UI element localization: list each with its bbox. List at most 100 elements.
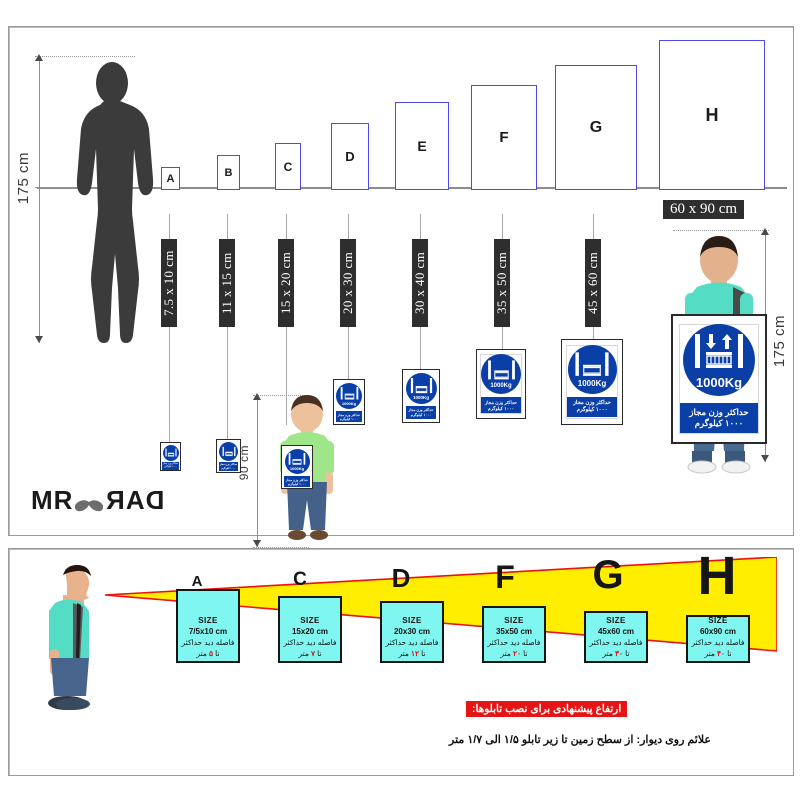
distance-number: ۵ — [209, 649, 214, 658]
size-box-H[interactable]: H — [659, 40, 765, 190]
safety-sign-C[interactable]: 1000Kg حداکثر وزن مجاز ۱۰۰۰ کیلوگرم — [281, 445, 313, 489]
leader-line-E2 — [420, 327, 421, 369]
info-distance-label: فاصله دید حداکثر — [283, 638, 337, 647]
sign-weight-text: 1000Kg — [289, 466, 305, 471]
size-tag-A: 7.5 x 10 cm — [161, 239, 177, 327]
adult-height-label: 175 cm — [15, 152, 32, 205]
size-tag-C: 15 x 20 cm — [278, 239, 294, 327]
unit-prefix: تا — [727, 649, 732, 658]
sign-caption-line1: حداکثر وزن مجاز — [484, 399, 518, 405]
sign-caption-line2: ۱۰۰۰ کیلوگرم — [164, 466, 177, 468]
leader-line-D2 — [348, 327, 349, 379]
brand-logo-pre: MR — [31, 485, 74, 515]
unit-prefix: تا — [523, 649, 528, 658]
child-dimension-line — [257, 395, 258, 547]
unit-suffix: متر — [196, 649, 207, 658]
adult-dimension-line — [39, 56, 40, 343]
distance-number: ۱۲ — [410, 649, 420, 658]
sign-caption-line1: حداکثر وزن مجاز — [408, 408, 434, 413]
safety-sign-F[interactable]: 1000Kg حداکثر وزن مجاز ۱۰۰۰ کیلوگرم — [476, 349, 526, 419]
sign-caption-band: حداکثر وزن مجاز ۱۰۰۰ کیلوگرم — [480, 397, 522, 414]
child-dim-dotted-top — [253, 395, 309, 396]
unit-suffix: متر — [500, 649, 511, 658]
sign-caption-line1: حداکثر وزن مجاز — [219, 463, 238, 467]
leader-line-C2 — [286, 327, 287, 425]
press-machine-icon — [222, 446, 235, 456]
size-box-letter: A — [166, 172, 175, 185]
sign-caption-line1: حداکثر وزن مجاز — [337, 412, 361, 417]
viewer-man-photo — [48, 565, 91, 710]
size-tag-E: 30 x 40 cm — [412, 239, 428, 327]
size-box-letter: G — [589, 118, 603, 136]
size-box-letter: D — [345, 149, 355, 164]
safety-sign-B[interactable]: حداکثر وزن مجاز ۱۰۰۰ کیلوگرم — [216, 439, 241, 473]
leader-line-F — [502, 214, 503, 239]
sign-caption-band: حداکثر وزن مجاز ۱۰۰۰ کیلوگرم — [336, 411, 362, 422]
info-distance-label: فاصله دید حداکثر — [691, 638, 745, 647]
info-distance-label: فاصله دید حداکثر — [487, 638, 541, 647]
sign-caption-band: حداکثر وزن مجاز ۱۰۰۰ کیلوگرم — [566, 397, 618, 417]
info-size-word: SIZE — [504, 616, 524, 625]
sign-weight-text: 1000Kg — [341, 401, 357, 406]
sign-caption-band: حداکثر وزن مجاز ۱۰۰۰ کیلوگرم — [405, 406, 437, 419]
info-box-D[interactable]: SIZE 20x30 cm فاصله دید حداکثر تا ۱۲ متر — [380, 601, 444, 663]
sign-caption-line1: حداکثر وزن مجاز — [285, 477, 309, 482]
cone-letter-G: G — [592, 553, 624, 597]
top-panel: 175 cm A B C D E F G H — [8, 26, 794, 548]
child-arrow-top-icon — [253, 393, 261, 400]
sign-caption-line2: ۱۰۰۰ کیلوگرم — [487, 405, 515, 411]
info-box-G[interactable]: SIZE 45x60 cm فاصله دید حداکثر تا ۳۰ متر — [584, 611, 648, 663]
info-box-F[interactable]: SIZE 35x50 cm فاصله دید حداکثر تا ۲۰ متر — [482, 606, 546, 663]
mustache-icon — [75, 500, 104, 512]
sign-caption-line1: حداکثر وزن مجاز — [689, 407, 749, 418]
size-box-B[interactable]: B — [217, 155, 240, 190]
press-machine-icon — [288, 452, 306, 465]
safety-sign-D[interactable]: 1000Kg حداکثر وزن مجاز ۱۰۰۰ کیلوگرم — [333, 379, 365, 425]
info-box-A[interactable]: SIZE 7/5x10 cm فاصله دید حداکثر تا ۵ متر — [176, 589, 240, 663]
safety-sign-H[interactable]: 1000Kg حداکثر وزن مجاز ۱۰۰۰ کیلوگرم — [671, 314, 767, 444]
size-tag-D: 20 x 30 cm — [340, 239, 356, 327]
leader-line-F2 — [502, 327, 503, 349]
leader-line-C — [286, 214, 287, 239]
dim-arrow-right-top-icon — [761, 228, 769, 235]
adult-right-height-label: 175 cm — [771, 315, 788, 368]
size-box-D[interactable]: D — [331, 123, 369, 190]
size-box-A[interactable]: A — [161, 167, 180, 190]
sign-caption-line1: حداکثر وزن مجاز — [162, 463, 179, 466]
sign-pictogram-disc: 1000Kg — [567, 345, 617, 394]
install-height-note: علائم روی دیوار: از سطح زمین تا زیر تابل… — [449, 734, 711, 746]
leader-line-D — [348, 214, 349, 239]
safety-sign-G[interactable]: 1000Kg حداکثر وزن مجاز ۱۰۰۰ کیلوگرم — [561, 339, 623, 425]
sign-caption-line2: ۱۰۰۰ کیلوگرم — [576, 407, 608, 413]
info-dimensions: 7/5x10 cm — [188, 627, 228, 636]
info-size-word: SIZE — [198, 616, 218, 625]
size-box-F[interactable]: F — [471, 85, 537, 190]
info-distance-label: فاصله دید حداکثر — [385, 638, 439, 647]
cone-letter-C: C — [293, 569, 307, 590]
safety-sign-E[interactable]: 1000Kg حداکثر وزن مجاز ۱۰۰۰ کیلوگرم — [402, 369, 440, 423]
info-distance-value: تا ۱۲ متر — [398, 649, 425, 658]
size-box-letter: E — [417, 138, 427, 154]
press-machine-icon — [410, 377, 432, 393]
distance-number: ۴۰ — [716, 649, 726, 658]
unit-suffix: متر — [602, 649, 613, 658]
size-box-letter: B — [224, 166, 233, 179]
sign-caption-line2: ۱۰۰۰ کیلوگرم — [221, 466, 236, 470]
sign-caption-band: حداکثر وزن مجاز ۱۰۰۰ کیلوگرم — [679, 403, 759, 433]
size-box-E[interactable]: E — [395, 102, 449, 190]
sign-weight-text: 1000Kg — [412, 394, 429, 400]
sign-caption-line2: ۱۰۰۰ کیلوگرم — [410, 412, 432, 417]
unit-suffix: متر — [398, 649, 409, 658]
press-machine-icon — [164, 448, 177, 457]
leader-line-A2 — [169, 327, 170, 442]
size-box-C[interactable]: C — [275, 143, 301, 190]
info-box-C[interactable]: SIZE 15x20 cm فاصله دید حداکثر تا ۷ متر — [278, 596, 342, 663]
info-box-H[interactable]: SIZE 60x90 cm فاصله دید حداکثر تا ۴۰ متر — [686, 615, 750, 663]
sign-caption-line2: ۱۰۰۰ کیلوگرم — [287, 481, 307, 486]
dim-dotted-right-top — [673, 230, 769, 231]
sign-caption-line2: ۱۰۰۰ کیلوگرم — [339, 416, 359, 421]
safety-sign-A[interactable]: حداکثر وزن مجاز ۱۰۰۰ کیلوگرم — [160, 442, 181, 471]
cone-letter-A: A — [191, 573, 203, 590]
brand-logo-post: DAR — [105, 485, 165, 515]
size-box-G[interactable]: G — [555, 65, 637, 190]
